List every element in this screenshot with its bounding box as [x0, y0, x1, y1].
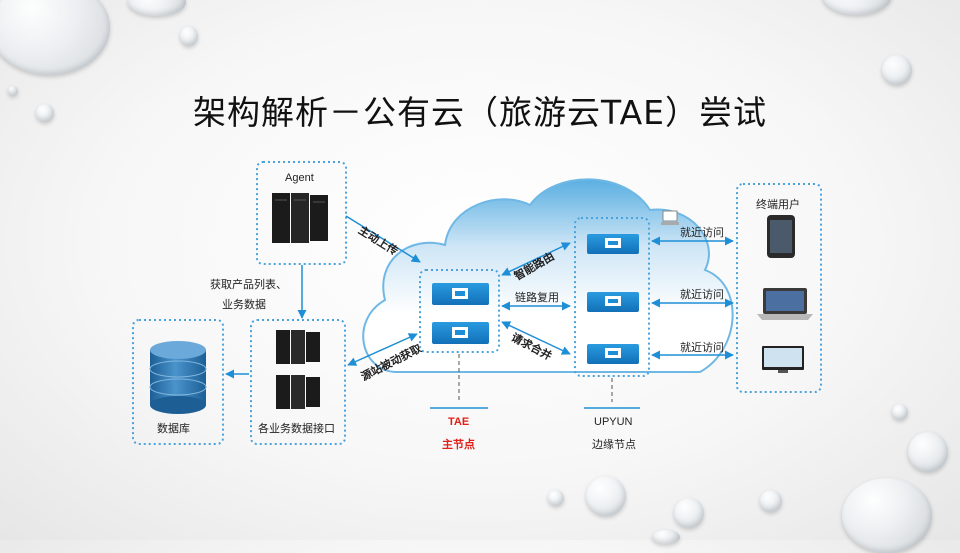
tae-box [419, 269, 500, 353]
water-drop [180, 26, 198, 46]
tae-role: 主节点 [442, 439, 475, 451]
laptop-icon [757, 288, 813, 320]
water-drop [822, 0, 892, 15]
monitor-icon [762, 346, 804, 373]
database-label: 数据库 [157, 423, 190, 435]
water-drop [842, 478, 932, 553]
upyun-node-icon-3 [587, 344, 639, 364]
water-drop [36, 104, 54, 122]
upyun-node-icon-1 [587, 234, 639, 254]
tae-node-icon-1 [432, 283, 489, 305]
request-merge-arrow [501, 321, 571, 355]
end-users-label: 终端用户 [756, 199, 800, 211]
link-reuse-label: 链路复用 [515, 292, 559, 304]
fetch-label-line1: 获取产品列表、 [210, 279, 287, 291]
upload-arrow [345, 215, 421, 263]
water-drop [586, 476, 626, 516]
agent-box [256, 161, 347, 265]
agent-label: Agent [285, 172, 314, 184]
water-drop [882, 55, 912, 85]
database-box [132, 319, 224, 445]
water-drop [128, 0, 186, 16]
fetch-label-line2: 业务数据 [222, 299, 266, 311]
small-pc-icon [661, 210, 679, 225]
phone-icon [767, 215, 795, 258]
nearby-access-label-3: 就近访问 [680, 342, 724, 354]
tae-node-icon-2 [432, 322, 489, 344]
interface-label: 各业务数据接口 [258, 423, 335, 435]
water-drop [8, 86, 18, 96]
architecture-diagram [132, 161, 822, 445]
origin-fetch-arrow [347, 333, 418, 366]
agent-server-icon [272, 193, 328, 243]
smart-routing-arrow [501, 242, 571, 276]
water-drop [760, 490, 782, 512]
tae-name: TAE [448, 416, 470, 428]
interface-server-icon-bottom [276, 375, 320, 409]
water-drop [674, 498, 704, 528]
interface-server-icon-top [276, 330, 320, 364]
nearby-access-label-2: 就近访问 [680, 289, 724, 301]
water-drop [892, 404, 908, 420]
water-drop [652, 530, 680, 544]
nearby-access-label-1: 就近访问 [680, 227, 724, 239]
upyun-box [574, 217, 650, 377]
slide-title: 架构解析－公有云（旅游云TAE）尝试 [192, 93, 768, 132]
upyun-role: 边缘节点 [592, 439, 636, 451]
water-drop [908, 432, 948, 472]
database-icon [149, 341, 207, 414]
water-drop [548, 490, 564, 506]
upyun-node-icon-2 [587, 292, 639, 312]
end-users-box [736, 183, 822, 393]
upyun-name: UPYUN [594, 416, 633, 428]
interface-box [250, 319, 346, 445]
